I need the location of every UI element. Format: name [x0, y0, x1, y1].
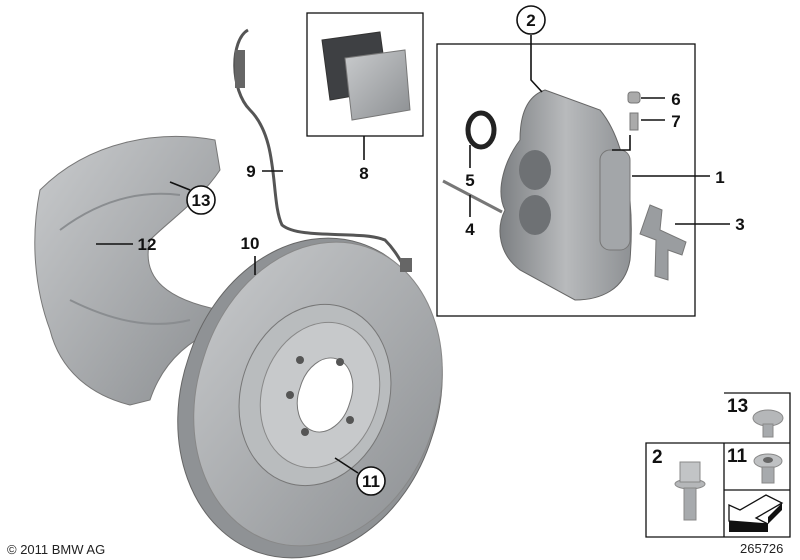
bleed-cap-part[interactable] — [627, 91, 641, 104]
callout-2: 2 — [526, 11, 535, 30]
legend-label-11: 11 — [727, 446, 748, 467]
callout-circle-11 — [356, 466, 386, 496]
screw-13-part[interactable] — [752, 409, 784, 438]
brake-pad-box — [306, 12, 424, 137]
brake-disc-part[interactable] — [177, 237, 443, 559]
copyright-text: © 2011 BMW AG — [7, 542, 105, 557]
diagram-number: 265726 — [740, 541, 783, 556]
bleed-screw-part[interactable] — [629, 112, 639, 131]
legend-label-2: 2 — [652, 447, 663, 468]
direction-arrow-icon — [728, 494, 784, 532]
screw-11-part[interactable] — [753, 453, 783, 484]
callout-12: 12 — [138, 235, 157, 254]
callout-circle-13 — [186, 185, 216, 215]
callout-circle-2 — [516, 5, 546, 35]
brake-pad-part[interactable] — [321, 31, 411, 121]
callout-11: 11 — [362, 472, 380, 491]
callout-1: 1 — [715, 168, 724, 187]
guide-pin-part[interactable] — [442, 179, 503, 214]
callout-13: 13 — [192, 191, 211, 210]
callout-9: 9 — [246, 162, 255, 181]
callout-10: 10 — [241, 234, 260, 253]
callout-5: 5 — [465, 171, 474, 190]
caliper-box — [436, 43, 696, 317]
callout-3: 3 — [735, 215, 744, 234]
seal-ring-part[interactable] — [465, 110, 497, 150]
brake-caliper-part[interactable] — [499, 89, 632, 301]
callout-8: 8 — [359, 164, 368, 183]
bolt-part[interactable] — [674, 461, 706, 521]
parts-legend: 2 13 11 — [645, 392, 791, 538]
callout-4: 4 — [465, 220, 475, 239]
callout-6: 6 — [671, 90, 680, 109]
wear-sensor-part[interactable] — [233, 28, 412, 272]
callout-7: 7 — [671, 112, 680, 131]
legend-label-13: 13 — [727, 396, 748, 417]
spring-clip-part[interactable] — [639, 204, 687, 281]
